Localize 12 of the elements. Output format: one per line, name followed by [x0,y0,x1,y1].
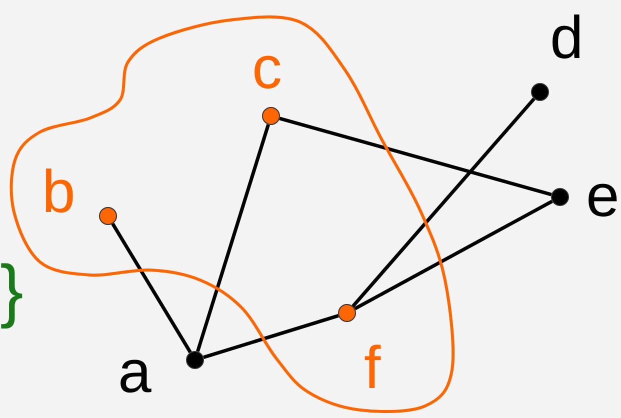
graph-edge [196,124,270,352]
vertex-label: d [550,8,584,68]
vertex-label: c [252,38,282,98]
graph-edge [203,314,339,360]
graph-edge [111,222,192,354]
graph-edge [354,200,553,310]
graph-edge [279,116,552,196]
vertex-label: f [364,338,381,398]
vertex-label: e [586,166,620,226]
vertex-label: a [118,342,152,402]
graph-edge [352,98,536,308]
vertex-label: b [42,162,76,222]
